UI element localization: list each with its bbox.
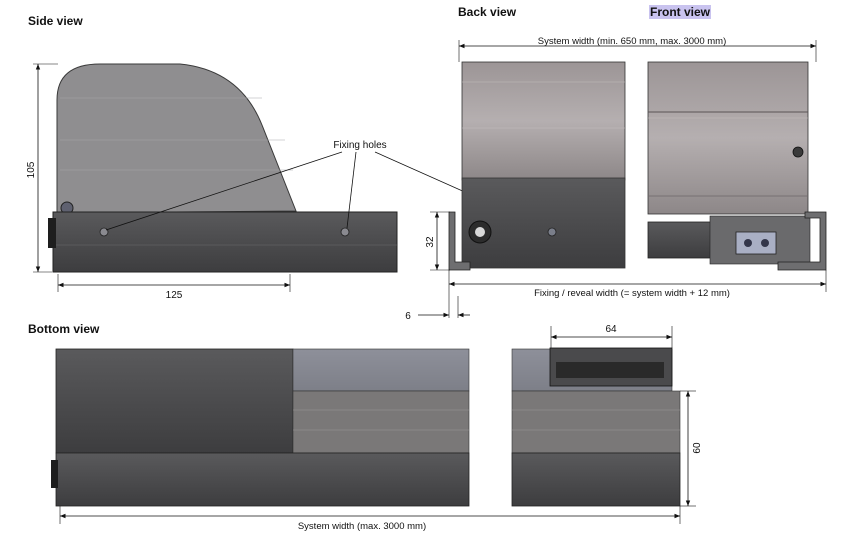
side-end-cap [48,218,56,248]
dim-system-width-top: System width (min. 650 mm, max. 3000 mm) [538,36,726,47]
dim-bottom-depth: 64 [605,324,617,335]
dim-side-height: 105 [26,161,37,178]
back-housing-bottom [461,177,626,269]
side-view-heading: Side view [28,14,83,28]
bottom-view-left [51,348,470,507]
front-view-heading: Front view [649,5,712,19]
back-fixing-hole [547,227,557,237]
dim-bottom-height: 60 [692,442,703,454]
dim-side-length: 125 [166,290,183,301]
bottom-rail-right [511,452,681,507]
dim-bracket-height: 32 [425,236,436,248]
bottom-rail [55,452,470,507]
bottom-view-right: 64 60 [511,324,703,507]
bottom-width-dimension: System width (max. 3000 mm) [59,506,681,532]
dim-fixing-width: Fixing / reveal width (= system width + … [534,288,730,299]
fixing-hole-left [99,227,109,237]
bottom-end-cap [51,460,58,488]
side-housing-cover [56,63,297,214]
bottom-housing-dark [55,348,294,454]
fixing-holes-label: Fixing holes [333,140,386,151]
dim-offset: 6 [405,311,411,322]
dim-system-width-bottom: System width (max. 3000 mm) [298,521,426,532]
bottom-housing-blue [292,348,470,392]
bottom-view-heading: Bottom view [28,322,100,336]
front-bracket [777,211,827,271]
front-view: Fixing / reveal width (= system width + … [405,61,827,322]
fixing-hole-right [340,227,350,237]
back-view-heading: Back view [458,5,517,19]
side-view: 105 125 [26,63,398,301]
side-rail [52,211,398,273]
front-housing-top [647,61,809,215]
front-screw [792,146,804,158]
back-housing-top [461,61,626,181]
back-view: System width (min. 650 mm, max. 3000 mm)… [425,36,817,271]
front-terminal-block [735,231,777,255]
